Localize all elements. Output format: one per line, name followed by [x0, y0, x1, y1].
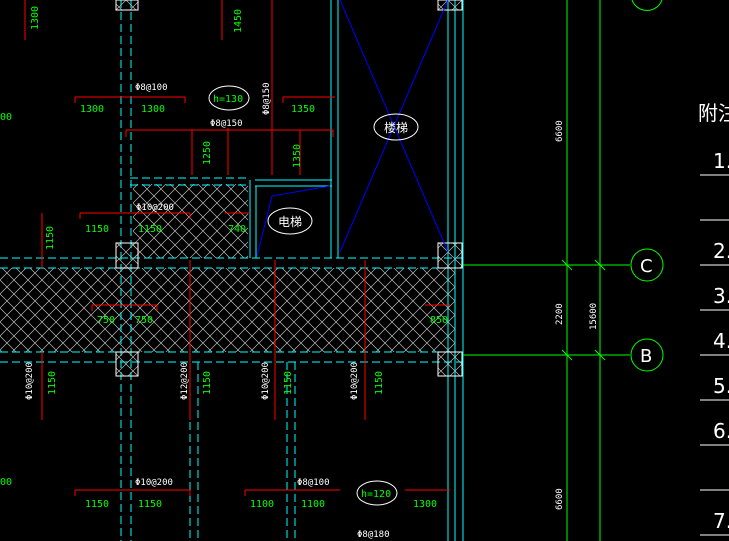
- grid-lines: [463, 0, 630, 541]
- slab-thickness-bottom: h=120: [361, 489, 391, 500]
- columns: [115, 0, 463, 377]
- dim-label: 1350: [292, 144, 303, 168]
- dim-label: 1100: [301, 499, 325, 510]
- rebar-spec: Φ8@150: [210, 119, 243, 129]
- dim-label: 1450: [233, 9, 244, 33]
- note-item: 5.: [713, 374, 729, 398]
- slab-thickness-top: h=130: [213, 94, 243, 105]
- dim-label: 00: [0, 112, 12, 123]
- dim-label: 1150: [138, 499, 162, 510]
- dim-label: 00: [0, 477, 12, 488]
- dim-label: 1250: [202, 141, 213, 165]
- stair-label-ring: [373, 113, 419, 141]
- rebar-spec: Φ10@200: [25, 362, 35, 400]
- rebar-spec: Φ8@180: [357, 530, 390, 540]
- note-item: 4.: [713, 329, 729, 353]
- slab-thickness-ring-top: [208, 85, 250, 111]
- rebar-lines: [24, 0, 450, 496]
- axis-bubble-top: [631, 0, 663, 11]
- hatched-slab-band: [0, 268, 455, 352]
- dim-label: 1150: [85, 224, 109, 235]
- rebar-spec: Φ12@200: [180, 362, 190, 400]
- axis-dim-label: 15600: [589, 303, 599, 330]
- dim-label: 1300: [413, 499, 437, 510]
- axis-dim-label: 2200: [555, 303, 565, 325]
- rebar-spec: Φ8@150: [262, 82, 272, 115]
- axis-dim-label: 6600: [555, 488, 565, 510]
- axis-dim-label: 6600: [555, 120, 565, 142]
- dim-label: 750: [97, 315, 115, 326]
- svg-text:B: B: [640, 346, 652, 367]
- rebar-spec: Φ8@100: [297, 478, 330, 488]
- dim-label: 1150: [374, 371, 385, 395]
- note-item: 7.: [713, 509, 729, 533]
- rebar-spec: Φ10@200: [136, 203, 174, 213]
- dim-label: 1300: [30, 6, 41, 30]
- rebar-spec: Φ10@200: [261, 362, 271, 400]
- dim-label: 1150: [85, 499, 109, 510]
- dim-label: 1150: [202, 371, 213, 395]
- dim-label: 1350: [291, 104, 315, 115]
- dim-label: 1150: [47, 371, 58, 395]
- hatched-slab-area: [133, 184, 248, 258]
- note-item: 6.: [713, 419, 729, 443]
- dim-label: 1150: [45, 226, 56, 250]
- elevator-label: 电梯: [278, 215, 302, 229]
- axis-bubble-c: C: [630, 248, 664, 282]
- svg-text:C: C: [640, 256, 653, 277]
- note-item: 2.: [713, 239, 729, 263]
- dim-label: 740: [228, 224, 246, 235]
- elevator-label-ring: [267, 207, 313, 235]
- dim-label: 1150: [138, 224, 162, 235]
- note-title: 附注: [698, 101, 729, 125]
- dim-label: 1300: [141, 104, 165, 115]
- dim-label: 1300: [80, 104, 104, 115]
- axis-bubble-b: B: [630, 338, 664, 372]
- stair-elevator-lines: [256, 0, 449, 257]
- dim-label: 750: [135, 315, 153, 326]
- note-item: 3.: [713, 284, 729, 308]
- dim-label: 1150: [283, 371, 294, 395]
- dim-label: 850: [430, 315, 448, 326]
- note-item: 1.: [713, 149, 729, 173]
- rebar-spec: Φ8@100: [135, 83, 168, 93]
- rebar-spec: Φ10@200: [135, 478, 173, 488]
- stair-label: 楼梯: [384, 120, 408, 135]
- dim-label: 1100: [250, 499, 274, 510]
- slab-thickness-ring-bottom: [356, 480, 398, 506]
- rebar-spec: Φ10@200: [350, 362, 360, 400]
- notes-lines: [700, 174, 729, 536]
